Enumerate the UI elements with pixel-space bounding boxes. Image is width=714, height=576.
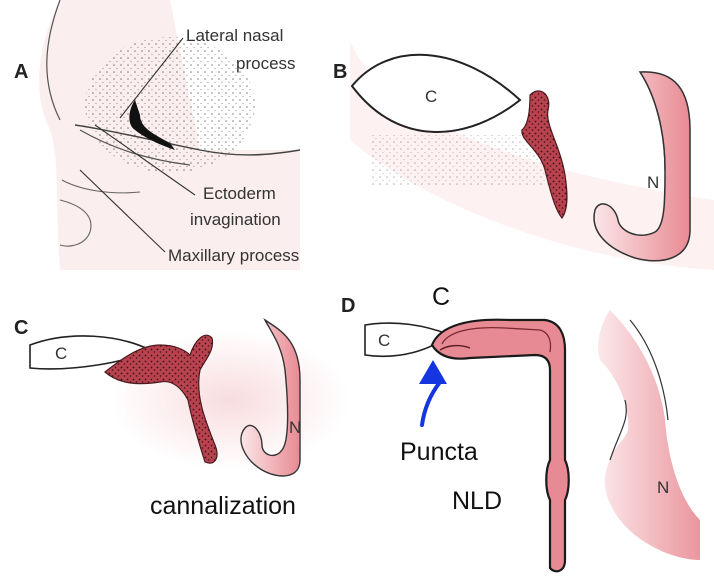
invagination-label: invagination bbox=[190, 210, 281, 229]
cannalization-caption: cannalization bbox=[150, 492, 296, 520]
panel-d-canaliculus-label: C bbox=[378, 331, 391, 350]
panel-c-letter: C bbox=[14, 317, 29, 339]
panel-d-letter: D bbox=[341, 295, 356, 317]
panel-c-nose-label: N bbox=[289, 418, 302, 437]
nld-label: NLD bbox=[452, 487, 503, 515]
panel-c-drawing bbox=[29, 317, 350, 477]
ectoderm-label: Ectoderm bbox=[203, 184, 276, 203]
panel-a-letter: A bbox=[14, 61, 29, 83]
panel-b-nose-label: N bbox=[647, 173, 660, 192]
panel-d-nose-label: N bbox=[657, 478, 670, 497]
panel-c-canaliculus-label: C bbox=[55, 344, 68, 363]
panel-b-drawing bbox=[350, 40, 714, 270]
panel-a-drawing bbox=[39, 0, 301, 270]
maxillary-process-label: Maxillary process bbox=[168, 246, 300, 265]
panel-b-letter: B bbox=[333, 61, 348, 83]
panel-d-top-c-label: C bbox=[432, 283, 451, 311]
panel-d-drawing bbox=[364, 310, 700, 573]
process-label: process bbox=[236, 54, 296, 73]
puncta-label: Puncta bbox=[400, 438, 478, 466]
lateral-nasal-label: Lateral nasal bbox=[186, 26, 284, 45]
panel-b-canaliculus-label: C bbox=[425, 87, 438, 106]
